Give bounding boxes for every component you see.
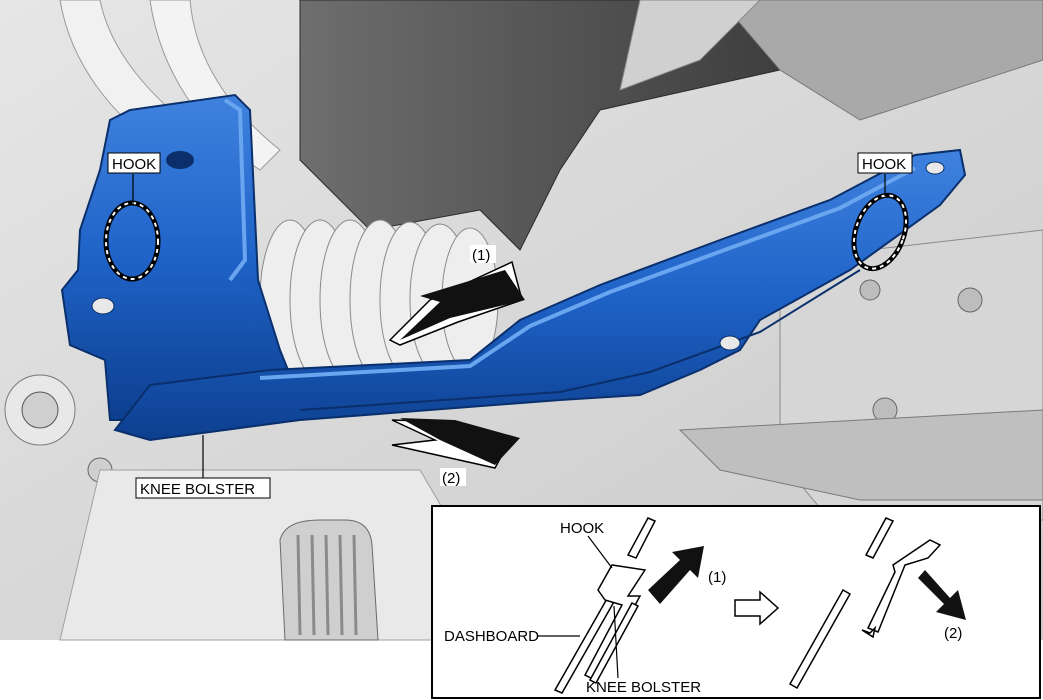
arrow-1-label: (1): [472, 247, 490, 264]
inset-dashboard-label: DASHBOARD: [444, 628, 539, 645]
inset-step-2: [788, 517, 942, 690]
arrow-2-label: (2): [442, 470, 460, 487]
process-arrow-icon: [734, 590, 780, 626]
inset-arrow-2-label: (2): [944, 625, 962, 642]
arrow-2-icon: [391, 418, 520, 469]
inset-hook-label: HOOK: [560, 520, 604, 537]
hook-left-label: HOOK: [112, 156, 156, 173]
knee-bolster-label: KNEE BOLSTER: [140, 481, 255, 498]
inset-arrow-1-label: (1): [708, 569, 726, 586]
hook-right-label: HOOK: [862, 156, 906, 173]
inset-detail: HOOK DASHBOARD KNEE BOLSTER (1) (2): [431, 505, 1041, 699]
knee-bolster-part: [60, 93, 967, 442]
hook-right-marker-inner: [852, 194, 908, 270]
arrow-1-icon: [388, 260, 525, 346]
inset-knee-bolster-label: KNEE BOLSTER: [586, 679, 701, 696]
inset-arrow-1-icon: [648, 546, 704, 604]
hook-left-marker-inner: [105, 202, 159, 280]
inset-arrow-2-icon: [918, 570, 966, 620]
